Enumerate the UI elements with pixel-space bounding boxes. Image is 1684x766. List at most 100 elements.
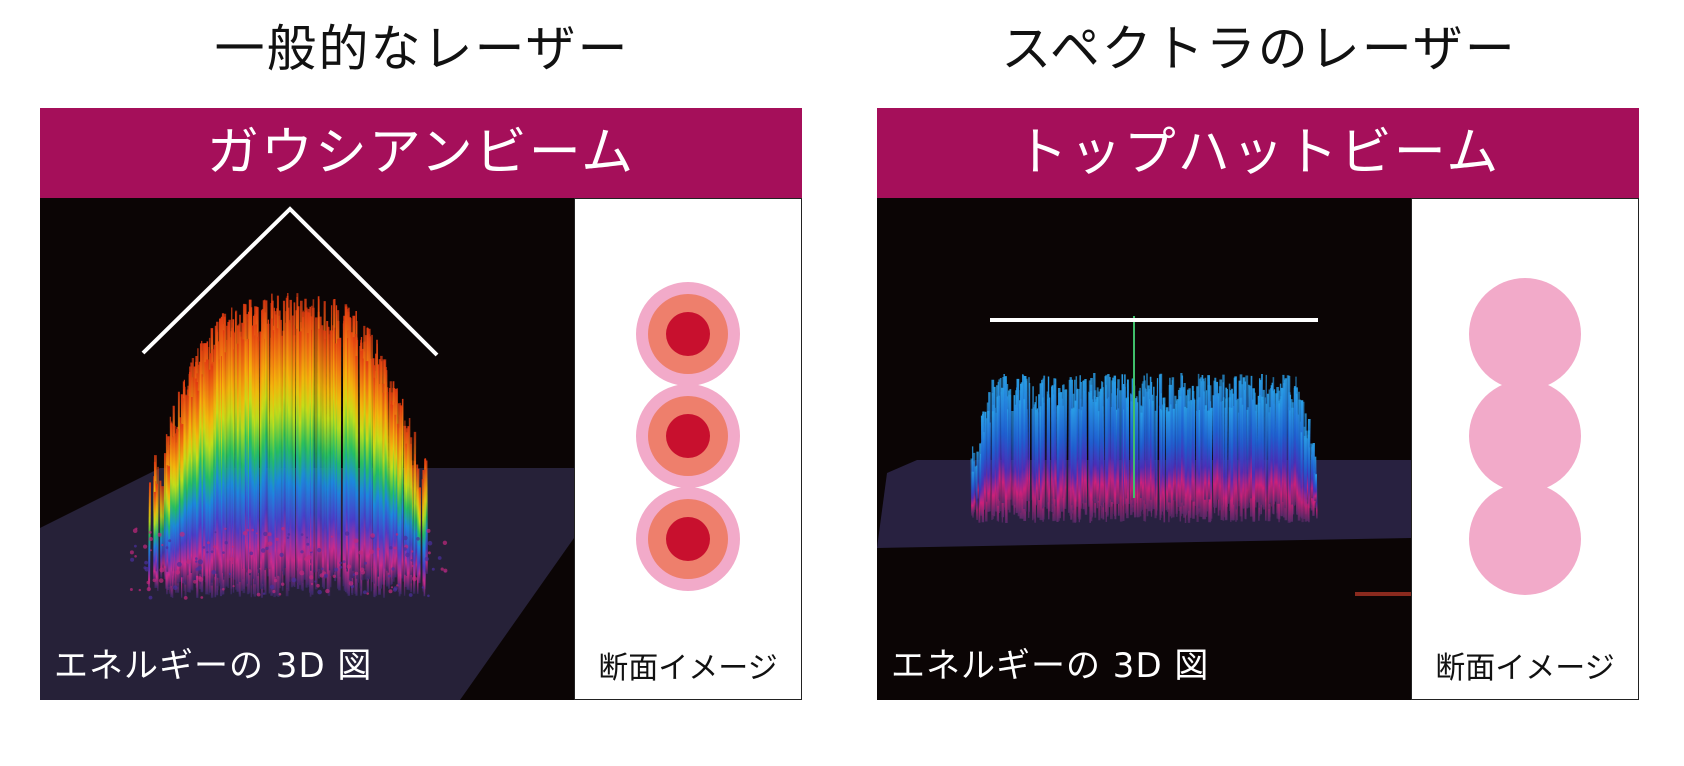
energy-base-dot (321, 567, 324, 571)
energy-base-dot (281, 527, 285, 531)
energy-spike (167, 466, 171, 587)
energy-base-dot (200, 596, 204, 599)
energy-base-dot (224, 527, 227, 530)
energy-base-dot (183, 596, 188, 600)
energy-3d-graphic (40, 206, 574, 700)
energy-spike (1081, 380, 1085, 502)
energy-base-dot (317, 589, 322, 595)
energy-spike (1064, 389, 1068, 509)
energy-spike (174, 425, 177, 593)
energy-base-dot (134, 555, 137, 558)
energy-base-dot (281, 582, 285, 586)
energy-base-dot (388, 589, 393, 594)
energy-base-dot (300, 550, 304, 554)
energy-3d-label: エネルギーの 3D 図 (891, 646, 1210, 686)
energy-spike (1170, 380, 1173, 519)
energy-base-dot (339, 561, 342, 565)
top-hat-panel: スペクトラのレーザー トップハットビーム エネルギーの 3D 図 (877, 0, 1641, 766)
energy-spike (348, 318, 353, 578)
gaussian-spot (636, 487, 740, 591)
energy-spike (1004, 376, 1008, 524)
energy-spike (980, 415, 985, 523)
energy-spike (1159, 410, 1163, 518)
energy-spike (995, 412, 998, 512)
energy-spike (324, 338, 327, 579)
energy-base-dot (364, 561, 367, 565)
energy-base-dot (309, 549, 313, 552)
energy-base-dot (129, 588, 133, 591)
gaussian-profile-line (141, 206, 439, 357)
top-hat-spot (1469, 278, 1581, 390)
energy-spike (1167, 411, 1171, 503)
energy-spike (215, 321, 219, 574)
energy-base-dot (269, 584, 275, 590)
energy-spike (375, 343, 378, 596)
energy-spike (176, 428, 180, 584)
energy-base-dot (228, 572, 232, 576)
energy-spike (1274, 393, 1278, 502)
energy-base-dot (260, 548, 266, 553)
energy-base-dot (138, 588, 141, 592)
energy-base-dot (231, 561, 234, 565)
energy-base-dot (427, 551, 431, 555)
energy-spike (1107, 373, 1111, 508)
energy-spike (365, 361, 369, 579)
energy-base-dot (300, 533, 304, 536)
energy-spike (418, 487, 421, 584)
energy-spike (1024, 380, 1028, 512)
energy-base-dot (273, 578, 278, 583)
energy-base-dot (210, 550, 214, 554)
energy-base-dot (366, 592, 370, 595)
energy-spike (1122, 409, 1126, 522)
energy-base-dot (332, 574, 336, 578)
energy-base-dot (411, 550, 414, 553)
energy-spike (1272, 390, 1275, 515)
energy-spike (273, 307, 276, 577)
energy-base-dot (393, 546, 397, 550)
energy-base-dot (348, 581, 354, 586)
energy-base-dot (214, 531, 217, 534)
energy-spike (1208, 408, 1213, 522)
energy-spike (1014, 390, 1018, 505)
energy-spike (1268, 407, 1271, 505)
energy-base-dot (323, 573, 328, 578)
energy-spike (971, 471, 975, 513)
energy-spike (1172, 408, 1176, 501)
energy-base-dot (405, 552, 410, 558)
panel-caption: スペクトラのレーザー (1001, 20, 1517, 78)
energy-base-dot (396, 584, 399, 587)
energy-spike (1036, 408, 1039, 518)
energy-base-dot (391, 567, 395, 571)
energy-base-dot (424, 556, 429, 562)
energy-spike (1052, 389, 1054, 514)
energy-base-dot (286, 536, 290, 539)
energy-spike (326, 320, 329, 593)
cross-section-graphic (1469, 278, 1581, 595)
energy-base-dot (330, 535, 333, 538)
energy-base-dot (304, 557, 308, 561)
energy-spike (1144, 380, 1147, 505)
energy-base-dot (255, 532, 258, 535)
energy-base-dot (148, 537, 153, 541)
cross-section-label: 断面イメージ (598, 651, 778, 686)
energy-base-dot (309, 575, 314, 580)
energy-spike (1180, 375, 1184, 503)
energy-base-dot (306, 536, 309, 539)
top-hat-spot (1469, 483, 1581, 595)
energy-spike (180, 424, 184, 578)
energy-spike (1215, 381, 1219, 500)
energy-base-dot (308, 562, 312, 566)
energy-spike (290, 315, 295, 588)
energy-base-dot (291, 577, 297, 583)
energy-spike (984, 411, 987, 510)
energy-spike (253, 335, 257, 585)
energy-spike (230, 307, 233, 595)
energy-base-dot (259, 567, 262, 570)
energy-base-dot (416, 537, 420, 541)
energy-base-dot (388, 574, 391, 578)
energy-spike (421, 479, 425, 592)
energy-spike (317, 328, 321, 570)
energy-base-dot (299, 570, 305, 576)
energy-spike (1297, 399, 1302, 521)
energy-base-dot (410, 559, 414, 562)
